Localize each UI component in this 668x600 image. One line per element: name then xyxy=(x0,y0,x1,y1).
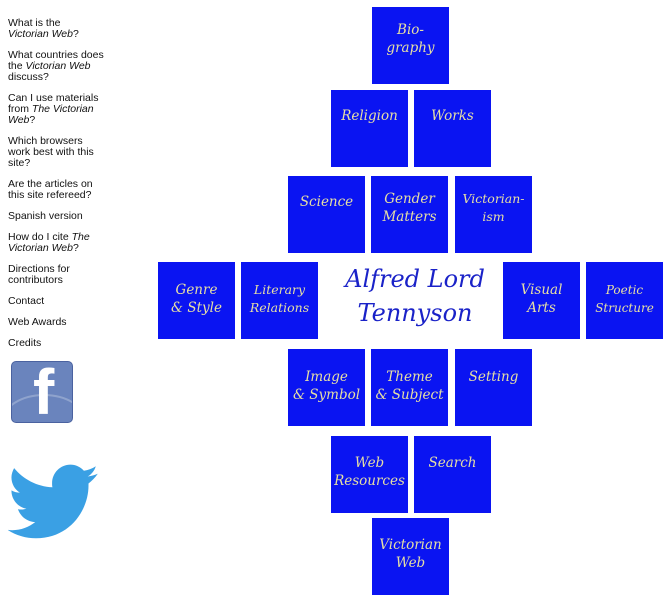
tile-label: Search xyxy=(428,455,477,471)
link-text: Directions for contributors xyxy=(8,263,70,286)
tile-label: Structure xyxy=(595,301,654,315)
link-what-is[interactable]: What is the Victorian Web? xyxy=(8,18,104,40)
link-contact[interactable]: Contact xyxy=(8,296,104,307)
tile-label: Visual xyxy=(520,282,563,298)
link-contributors[interactable]: Directions for contributors xyxy=(8,264,104,286)
tile-label: Arts xyxy=(527,300,556,316)
link-text: What is the xyxy=(8,17,61,29)
tile-theme-subject[interactable]: Theme & Subject xyxy=(371,349,448,426)
tile-victorianism[interactable]: Victorian-ism xyxy=(455,176,532,253)
tile-label: Religion xyxy=(341,108,398,124)
tile-biography[interactable]: Bio-graphy xyxy=(372,7,449,84)
link-text: Are the articles on this site refereed? xyxy=(8,178,93,201)
link-text: ? xyxy=(72,28,79,40)
tile-label: Poetic xyxy=(605,283,644,297)
tile-search[interactable]: Search xyxy=(414,436,491,513)
page-title: Alfred Lord Tennyson xyxy=(330,262,500,330)
sidebar: What is the Victorian Web? What countrie… xyxy=(8,18,104,359)
tile-label: Victorian xyxy=(379,537,442,553)
tile-label: Works xyxy=(431,108,474,124)
link-text: Spanish version xyxy=(8,210,83,222)
title-line-2: Tennyson xyxy=(357,299,473,327)
tile-label: Web xyxy=(395,555,426,571)
tile-label: Matters xyxy=(382,209,437,225)
link-text: ? xyxy=(72,242,79,254)
link-web-awards[interactable]: Web Awards xyxy=(8,317,104,328)
link-countries[interactable]: What countries does the Victorian Web di… xyxy=(8,50,104,83)
link-text: How do I cite xyxy=(8,231,72,243)
link-text: Can I use materials from xyxy=(8,92,99,115)
link-text: discuss? xyxy=(8,71,49,83)
tile-religion[interactable]: Religion xyxy=(331,90,408,167)
tile-label: Science xyxy=(299,194,354,210)
facebook-f-glyph: f xyxy=(33,361,55,423)
tile-label: Theme xyxy=(386,369,433,385)
tile-science[interactable]: Science xyxy=(288,176,365,253)
link-cite[interactable]: How do I cite The Victorian Web? xyxy=(8,232,104,254)
link-em: The Victorian Web xyxy=(8,231,90,254)
facebook-arc-decoration xyxy=(12,394,72,422)
tile-genre-style[interactable]: Genre & Style xyxy=(158,262,235,339)
twitter-icon[interactable] xyxy=(8,464,100,542)
link-text: Web Awards xyxy=(8,316,67,328)
tile-label: Image xyxy=(305,369,348,385)
tile-label: & Subject xyxy=(375,387,444,403)
tile-label: Relations xyxy=(249,300,310,315)
link-text: What countries does the xyxy=(8,49,104,72)
tile-label: graphy xyxy=(386,40,435,56)
link-browsers[interactable]: Which browsers work best with this site? xyxy=(8,136,104,169)
facebook-icon[interactable]: f xyxy=(11,361,73,423)
link-use-materials[interactable]: Can I use materials from The Victorian W… xyxy=(8,93,104,126)
tile-setting[interactable]: Setting xyxy=(455,349,532,426)
tile-label: Victorian- xyxy=(462,191,525,206)
link-spanish[interactable]: Spanish version xyxy=(8,211,104,222)
tile-label: & Style xyxy=(171,300,222,316)
tile-label: ism xyxy=(482,209,505,224)
tile-label: Bio- xyxy=(397,22,424,38)
tile-works[interactable]: Works xyxy=(414,90,491,167)
tile-label: Resources xyxy=(334,473,405,489)
tile-label: Literary xyxy=(253,282,306,297)
tile-image-symbol[interactable]: Image & Symbol xyxy=(288,349,365,426)
link-em: The Victorian Web xyxy=(8,103,94,126)
link-em: Victorian Web xyxy=(8,28,73,40)
tile-label: Setting xyxy=(468,369,519,385)
link-credits[interactable]: Credits xyxy=(8,338,104,349)
link-text: Credits xyxy=(8,337,42,349)
link-text: Which browsers work best with this site? xyxy=(8,135,94,169)
tile-label: Genre xyxy=(175,282,218,298)
title-line-1: Alfred Lord xyxy=(345,265,485,293)
link-text: ? xyxy=(29,114,36,126)
link-em: Victorian Web xyxy=(25,60,91,72)
link-text: Contact xyxy=(8,295,45,307)
tile-label: Gender xyxy=(384,191,435,207)
tile-label: Web xyxy=(354,455,385,471)
tile-label: & Symbol xyxy=(292,387,361,403)
link-refereed[interactable]: Are the articles on this site refereed? xyxy=(8,179,104,201)
